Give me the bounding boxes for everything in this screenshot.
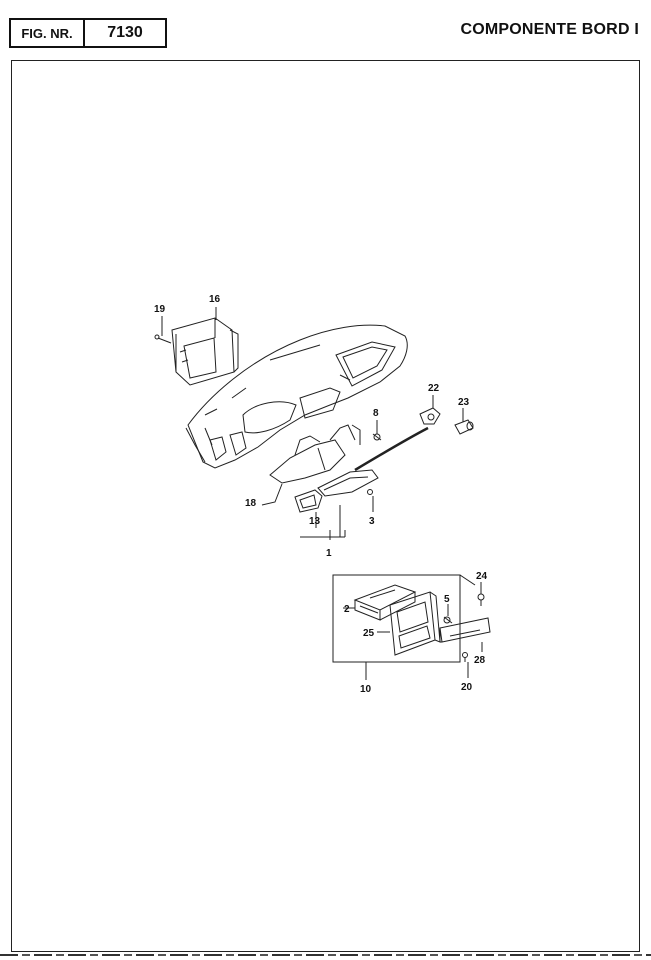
callout-3: 3 [369,516,375,527]
callout-16: 16 [209,294,221,305]
tray-2-drawing [353,584,417,621]
cable-drawing [354,426,429,472]
bottom-scan-line [0,954,651,956]
callout-13: 13 [309,516,321,527]
page-title: COMPONENTE BORD I [460,21,639,38]
callout-5: 5 [444,594,450,605]
screw-19-drawing [154,334,172,344]
callout-25: 25 [363,628,375,639]
callout-22: 22 [428,383,440,394]
figure-label: FIG. NR. [11,20,85,46]
callout-1: 1 [326,548,332,559]
callout-10: 10 [360,684,372,695]
screw-24-drawing [477,593,485,606]
part-23-drawing [454,419,474,435]
callout-18: 18 [245,498,257,509]
cover-3-drawing [317,469,379,497]
screw-5-drawing [443,616,453,624]
callout-20: 20 [461,682,473,693]
figure-number: 7130 [107,24,143,41]
assembly-10-outline [332,574,476,663]
component-16-drawing [171,317,239,386]
callout-24: 24 [476,571,488,582]
frame-25-drawing [389,591,441,656]
screw-20-drawing [462,652,468,662]
panel-28-drawing [439,617,491,643]
callout-28: 28 [474,655,486,666]
figure-number-box: FIG. NR. 7130 [9,18,167,48]
diagram-frame [11,60,640,952]
vent-13-drawing [294,489,323,513]
callout-19: 19 [154,304,166,315]
callout-23: 23 [458,397,470,408]
callout-2: 2 [344,604,350,615]
dashboard-panel-drawing [185,324,408,469]
lower-panel-18-drawing [269,424,361,484]
callout-8: 8 [373,408,379,419]
bolt-8-drawing [372,433,382,441]
part-22-drawing [419,407,441,425]
